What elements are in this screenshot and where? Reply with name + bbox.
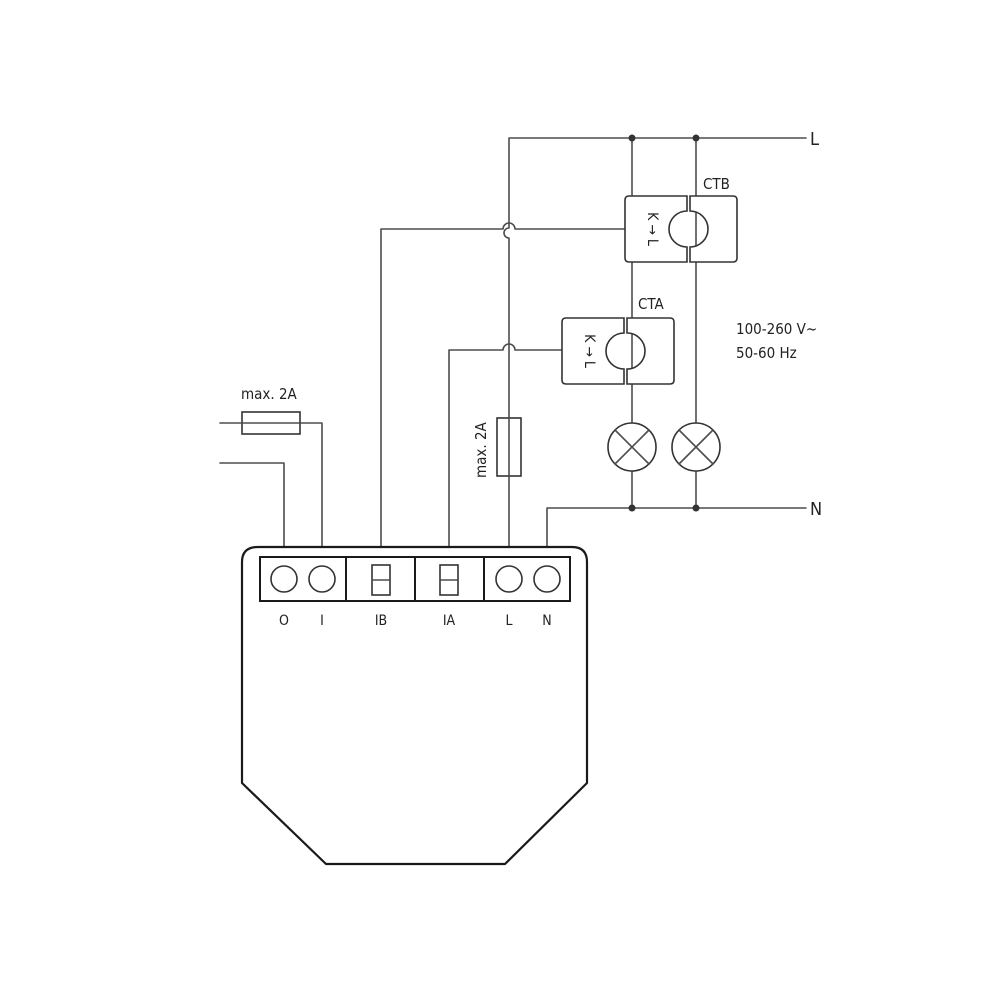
supply-voltage-label: 100-260 V~ xyxy=(736,320,817,338)
input-fuse-label: max. 2A xyxy=(241,385,298,403)
terminal-label-l: L xyxy=(505,613,512,629)
neutral-line-label: N xyxy=(810,499,822,520)
cta-arrow-text: K → L xyxy=(581,334,597,368)
output-o-wire xyxy=(219,462,285,547)
junction-dot xyxy=(692,134,700,142)
terminal-block xyxy=(259,556,571,602)
ctb-clamp xyxy=(624,195,738,263)
lamp-b-icon xyxy=(671,422,721,472)
ib-signal-wire xyxy=(380,222,627,547)
terminal-label-ib: IB xyxy=(375,613,387,629)
junction-dot xyxy=(628,504,636,512)
terminal-label-i: I xyxy=(320,613,324,629)
terminal-label-n: N xyxy=(542,613,551,629)
junction-dot xyxy=(692,504,700,512)
lamp-a-icon xyxy=(607,422,657,472)
neutral-line xyxy=(546,507,807,547)
terminal-ia-jack xyxy=(439,564,459,596)
terminal-o-screw xyxy=(270,565,298,593)
ia-signal-wire xyxy=(448,343,563,547)
terminal-label-ia: IA xyxy=(443,613,456,629)
device-body xyxy=(240,545,589,866)
terminal-ib-jack xyxy=(371,564,391,596)
terminal-label-o: O xyxy=(279,613,289,629)
terminal-i-screw xyxy=(308,565,336,593)
input-i-wire xyxy=(219,422,323,547)
cta-label: CTA xyxy=(638,295,665,313)
terminal-n-screw xyxy=(533,565,561,593)
ctb-label: CTB xyxy=(703,175,730,193)
live-line-label: L xyxy=(810,129,819,150)
terminal-l-screw xyxy=(495,565,523,593)
live-line xyxy=(503,137,807,547)
supply-frequency-label: 50-60 Hz xyxy=(736,344,797,362)
junction-dot xyxy=(628,134,636,142)
cta-clamp xyxy=(561,317,675,385)
ctb-arrow-text: K → L xyxy=(644,212,660,246)
supply-fuse-label: max. 2A xyxy=(472,421,490,478)
